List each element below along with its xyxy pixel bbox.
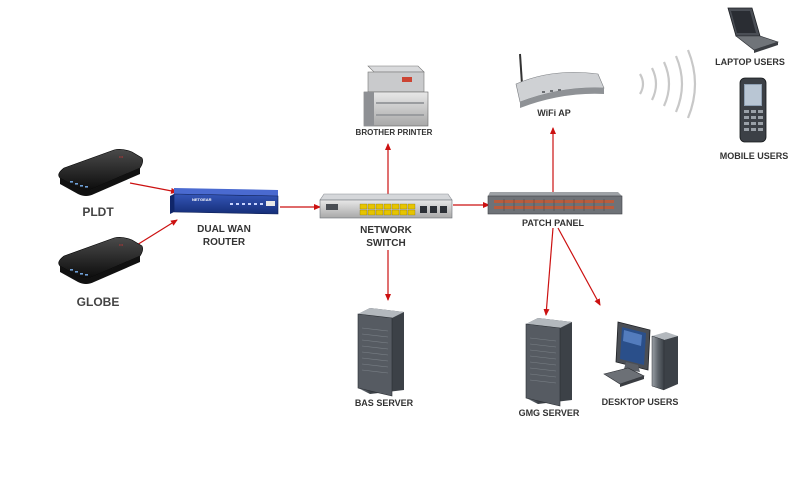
arrow-patchpanel-gmg: [543, 227, 554, 316]
server-icon: [357, 308, 404, 397]
patch-panel-icon: [487, 192, 623, 215]
laptop-users-label: LAPTOP USERS: [715, 57, 785, 67]
printer-icon: [363, 65, 429, 127]
mobile-users-label: MOBILE USERS: [720, 151, 789, 161]
gmg-server-label: GMG SERVER: [519, 408, 580, 418]
arrow-globe-router: [131, 219, 178, 249]
printer-label: BROTHER PRINTER: [356, 128, 433, 137]
wifi-ap-label: WiFi AP: [537, 108, 571, 118]
desktop-icon: [603, 321, 678, 391]
mobile-phone-icon: [739, 77, 767, 143]
wifi-ap-icon: [515, 53, 605, 108]
router-label-line2: ROUTER: [203, 237, 246, 248]
globe-label: GLOBE: [77, 295, 120, 309]
svg-text:•••: •••: [119, 242, 124, 247]
router-label-line1: DUAL WAN: [197, 224, 251, 235]
connection-lines: [129, 127, 601, 316]
arrow-patchpanel-desktop: [557, 227, 601, 306]
router-icon: NETGEAR: [170, 188, 279, 215]
desktop-users-label: DESKTOP USERS: [602, 397, 679, 407]
switch-label-line1: NETWORK: [360, 225, 412, 236]
server-icon: [525, 318, 572, 407]
svg-text:NETGEAR: NETGEAR: [192, 197, 212, 202]
laptop-icon: [727, 7, 779, 53]
patch-panel-label: PATCH PANEL: [522, 218, 585, 228]
bas-server-label: BAS SERVER: [355, 398, 414, 408]
switch-icon: [319, 193, 453, 219]
switch-label-line2: SWITCH: [366, 238, 405, 249]
wifi-signal-icon: [639, 49, 697, 119]
pldt-label: PLDT: [82, 205, 114, 219]
modem-icon: •••: [58, 237, 143, 284]
modem-icon: •••: [58, 149, 143, 196]
svg-text:•••: •••: [119, 154, 124, 159]
arrow-pldt-router: [129, 182, 178, 194]
